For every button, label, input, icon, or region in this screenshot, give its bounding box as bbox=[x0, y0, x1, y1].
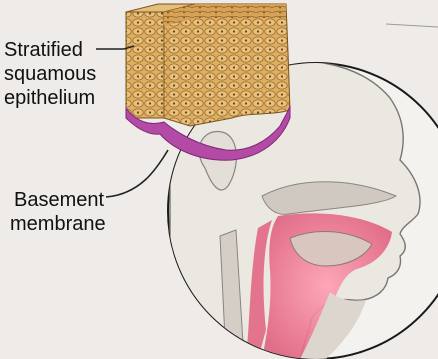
label-basement-line-1: Basement bbox=[14, 189, 104, 211]
label-basement-line-2: membrane bbox=[10, 213, 106, 235]
label-stratified-line-1: Stratified bbox=[4, 39, 83, 61]
label-stratified-line-2: squamous bbox=[4, 63, 96, 85]
label-stratified-line-3: epithelium bbox=[4, 87, 95, 109]
block-front-face bbox=[126, 12, 164, 118]
block-side-face bbox=[164, 4, 290, 126]
label-stratified-squamous-epithelium: Stratified squamous epithelium bbox=[4, 39, 96, 109]
